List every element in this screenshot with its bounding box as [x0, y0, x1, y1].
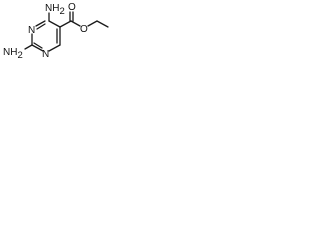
ring-n-lower-label: N [42, 49, 49, 60]
amino-top-label: NH2 [45, 3, 65, 17]
bond-oether-ch2 [87, 20, 98, 27]
bond-c2-nh2 [24, 44, 33, 50]
ester-o-label: O [80, 24, 88, 35]
amino-left-label: NH2 [3, 47, 23, 61]
bond-carbonyl-oether [70, 20, 81, 27]
structure-canvas: NH2 N N NH2 O O [0, 0, 127, 76]
bond-ch2-ch3 [96, 20, 109, 28]
bond-n3-c4-inner [36, 23, 46, 30]
ring-n-upper-label: N [28, 25, 35, 36]
bond-c5-carbonyl [59, 20, 72, 28]
bond-c4-c5 [48, 20, 61, 28]
bond-c6-n1 [48, 44, 61, 52]
bond-n1-c2-inner [33, 42, 43, 49]
chemical-structure: NH2 N N NH2 O O [3, 2, 109, 61]
carbonyl-o-label: O [68, 2, 76, 13]
bond-n3-c4 [35, 20, 46, 27]
bond-n1-c2 [31, 44, 44, 52]
